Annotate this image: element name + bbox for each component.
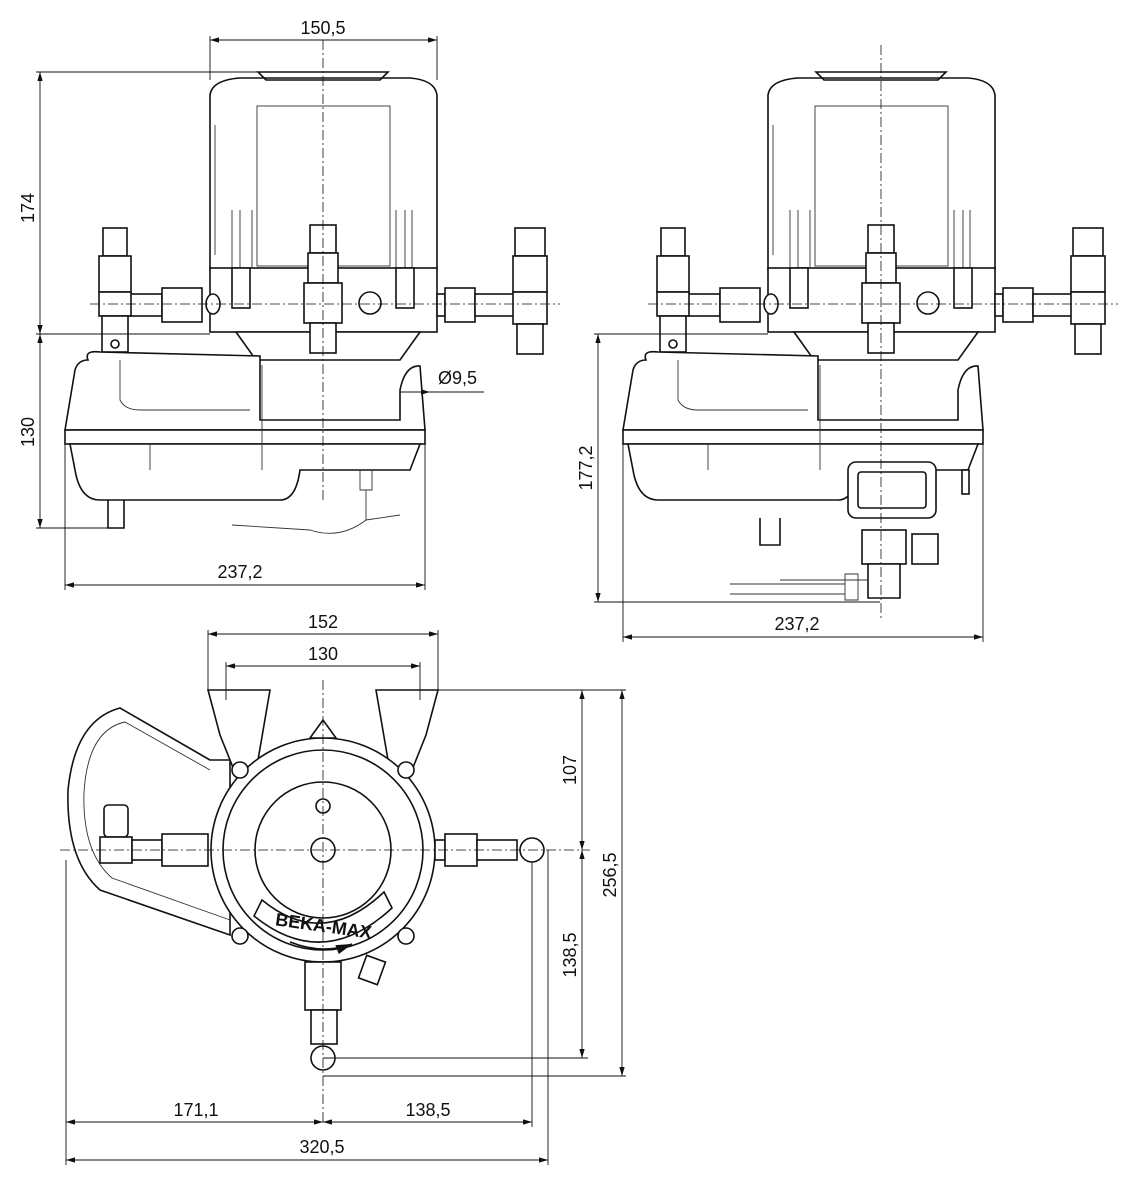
dim-width-right: 138,5	[405, 1100, 450, 1120]
dim-height-lower: 138,5	[560, 932, 580, 977]
dim-width-base: 237,2	[774, 614, 819, 634]
dim-height-lower: 130	[18, 417, 38, 447]
dim-width-top: 150,5	[300, 18, 345, 38]
dim-height-total: 177,2	[576, 445, 596, 490]
dim-height-upper: 174	[18, 193, 38, 223]
dim-hole-diameter: Ø9,5	[438, 368, 477, 388]
dim-height-upper: 107	[560, 755, 580, 785]
dim-width-left: 171,1	[173, 1100, 218, 1120]
front-view: 150,5 174 130 Ø9,5 237,2	[18, 18, 560, 590]
dim-width-base: 237,2	[217, 562, 262, 582]
dim-height-total: 256,5	[600, 852, 620, 897]
dim-width-outer: 152	[308, 612, 338, 632]
dim-width-inner: 130	[308, 644, 338, 664]
top-view: BEKA-MAX 152 130 107 256,5 138,5	[60, 612, 626, 1165]
side-view: 177,2 237,2	[576, 45, 1118, 642]
dim-width-total: 320,5	[299, 1137, 344, 1157]
